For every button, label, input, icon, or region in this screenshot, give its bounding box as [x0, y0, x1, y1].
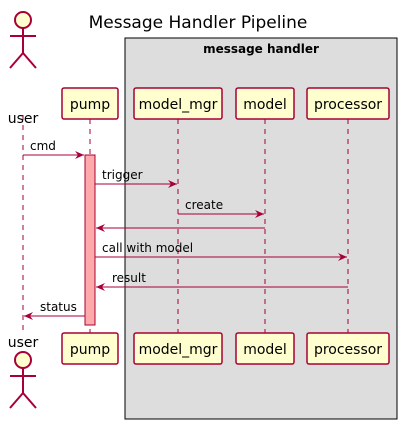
pump-participant-label-top: pump: [70, 97, 110, 113]
pump-participant-box-top: [61, 87, 119, 120]
user-label-bottom: user: [8, 335, 39, 351]
message-label-1: cmd: [30, 139, 56, 153]
message-label-6: result: [112, 271, 146, 285]
message-label-7: status: [40, 300, 77, 314]
processor-participant-box-top: [306, 87, 390, 120]
user-actor-icon-top: [9, 11, 37, 69]
model_mgr-participant-box-top: [133, 87, 223, 120]
model_mgr-participant-label-top: model_mgr: [139, 97, 218, 113]
model-participant-label-top: model: [243, 97, 287, 113]
pump-activation-bar: [84, 154, 96, 326]
diagram-title: Message Handler Pipeline: [89, 13, 308, 33]
user-label-top: user: [8, 111, 39, 127]
message-label-5: call with model: [102, 241, 193, 255]
model-participant-box-top: [235, 87, 295, 120]
model_mgr-participant-label-bottom: model_mgr: [139, 342, 218, 358]
model-participant-box-bottom: [235, 332, 295, 365]
message-handler-box-label: message handler: [203, 42, 319, 56]
processor-participant-label-top: processor: [314, 97, 382, 113]
pump-participant-label-bottom: pump: [70, 342, 110, 358]
user-actor-icon-bottom: [9, 351, 37, 409]
message-label-3: create: [185, 198, 223, 212]
processor-participant-label-bottom: processor: [314, 342, 382, 358]
pump-participant-box-bottom: [61, 332, 119, 365]
processor-participant-box-bottom: [306, 332, 390, 365]
model-participant-label-bottom: model: [243, 342, 287, 358]
message-label-2: trigger: [102, 168, 143, 182]
model_mgr-participant-box-bottom: [133, 332, 223, 365]
